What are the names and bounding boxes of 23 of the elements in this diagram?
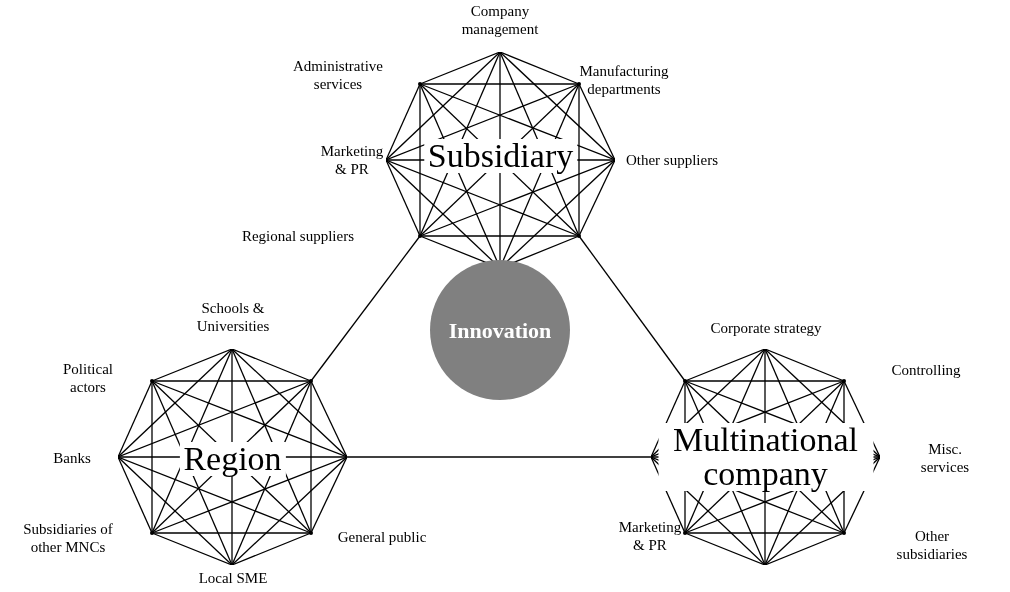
cluster-title: Multinational company <box>658 423 873 491</box>
connector-line <box>310 235 421 382</box>
vertex-label: Other subsidiaries <box>895 527 969 563</box>
vertex-label: Corporate strategy <box>710 319 822 337</box>
vertex-label: Marketing & PR <box>617 518 683 554</box>
vertex-label: Schools & Universities <box>195 299 271 335</box>
vertex-label: Manufacturing departments <box>578 62 670 98</box>
vertex-label: Regional suppliers <box>241 227 355 245</box>
vertex-label: Company management <box>460 2 540 38</box>
vertex-label: Subsidiaries of other MNCs <box>22 520 114 556</box>
vertex-label: Misc. services <box>919 440 971 476</box>
cluster-title: Region <box>179 442 286 476</box>
connector-line <box>578 235 686 382</box>
vertex-label: Controlling <box>891 361 961 379</box>
vertex-label: Local SME <box>198 569 268 587</box>
connector-line <box>346 456 652 458</box>
vertex-label: General public <box>337 528 427 546</box>
vertex-label: Administrative services <box>292 57 384 93</box>
vertex-label: Marketing & PR <box>319 142 385 178</box>
vertex-label: Banks <box>53 449 91 467</box>
vertex-label: Political actors <box>62 360 114 396</box>
vertex-label: Other suppliers <box>625 151 719 169</box>
cluster-title: Subsidiary <box>423 139 578 173</box>
